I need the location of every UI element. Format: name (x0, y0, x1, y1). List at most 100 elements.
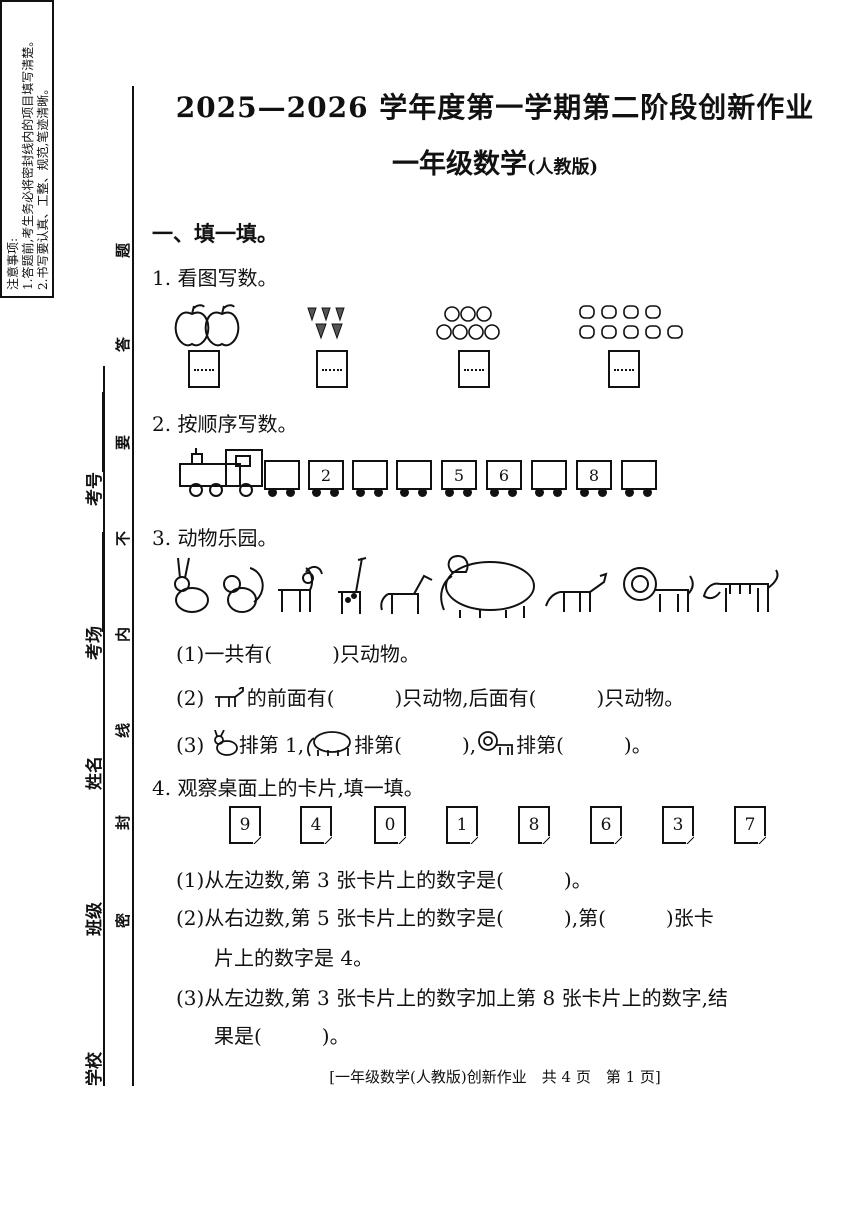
notice-title: 注意事项: (6, 237, 20, 290)
q3-sub-2-text: 的前面有( )只动物,后面有( )只动物。 (246, 686, 685, 710)
tiger-icon (702, 569, 779, 612)
number-card: 9 (229, 806, 261, 844)
notice-item-2: 2.书写要认真、工整、规范,笔迹清晰。 (36, 82, 50, 290)
number-card: 0 (374, 806, 406, 844)
field-class-label: 班级 (85, 902, 105, 936)
wagon-wheel (400, 488, 409, 497)
rabbit-icon (213, 729, 238, 756)
number-card: 8 (518, 806, 550, 844)
q3-sub-2-prefix: (2) (176, 686, 205, 710)
q4-sub-3-line-1: (3)从左边数,第 3 张卡片上的数字加上第 8 张卡片上的数字,结 (176, 986, 728, 1010)
wagon-wheel (268, 488, 277, 497)
q3-sub-2: (2) 的前面有( )只动物,后面有( )只动物。 (176, 682, 684, 711)
q1-pictures (174, 304, 683, 347)
number-card: 4 (300, 806, 332, 844)
seal-char: 要 (114, 434, 132, 450)
subject-title: 一年级数学 (391, 149, 527, 180)
q1-answer-box-4[interactable] (608, 350, 640, 388)
train-wagon[interactable] (531, 460, 567, 490)
q4-sub-2-line-2: 片上的数字是 4。 (214, 946, 374, 970)
wagon-wheel (580, 488, 589, 497)
section-title: 一、填一填。 (152, 222, 278, 246)
elephant-icon (307, 731, 352, 757)
wagon-wheel (643, 488, 652, 497)
number-card: 1 (446, 806, 478, 844)
q3-sub-3-a: 排第 1, (238, 733, 305, 757)
wagon-wheel (625, 488, 634, 497)
wagon-wheel (463, 488, 472, 497)
train-wagon[interactable]: 8 (576, 460, 612, 490)
question-3-title: 3. 动物乐园。 (152, 526, 278, 550)
giraffe-icon (338, 557, 367, 614)
train-wagon[interactable]: 2 (308, 460, 344, 490)
wagon-wheel (445, 488, 454, 497)
field-exam-number-line[interactable] (102, 392, 104, 472)
horse-icon (380, 574, 433, 614)
number-card: 3 (662, 806, 694, 844)
question-4-title: 4. 观察桌面上的卡片,填一填。 (152, 776, 424, 800)
seal-char: 封 (114, 814, 132, 830)
wagon-wheel (286, 488, 295, 497)
wagon-wheel (418, 488, 427, 497)
wagon-wheel (508, 488, 517, 497)
wagon-wheel (490, 488, 499, 497)
wagon-wheel (598, 488, 607, 497)
wagon-wheel (330, 488, 339, 497)
seal-line (132, 86, 134, 1086)
apple-icon (174, 304, 240, 347)
question-1-title: 1. 看图写数。 (152, 266, 278, 290)
q4-sub-3-line-2: 果是( )。 (214, 1024, 350, 1048)
wagon-wheel (312, 488, 321, 497)
animal-row (174, 554, 779, 618)
q4-sub-2-line-1: (2)从右边数,第 5 张卡片上的数字是( ),第( )张卡 (176, 906, 714, 930)
q3-sub-1: (1)一共有( )只动物。 (176, 642, 420, 666)
peach-icon (436, 306, 500, 340)
page-title: 2025—2026 学年度第一学期第二阶段创新作业 (175, 91, 815, 124)
notice-box: 注意事项: 1.答题前,考生务必将密封线内的项目填写清楚。 2.书写要认真、工整… (0, 0, 54, 298)
number-card: 7 (734, 806, 766, 844)
seal-char: 题 (114, 242, 132, 258)
page-footer: [一年级数学(人教版)创新作业 共 4 页 第 1 页] (329, 1068, 661, 1086)
question-2-title: 2. 按顺序写数。 (152, 412, 298, 436)
strawberry-icon (307, 307, 345, 340)
q3-sub-3-c: 排第( )。 (516, 733, 652, 757)
seal-char: 内 (114, 626, 132, 642)
wagon-wheel (374, 488, 383, 497)
train-wagon[interactable] (621, 460, 657, 490)
rabbit-icon (174, 557, 209, 613)
q1-answer-box-1[interactable] (188, 350, 220, 388)
number-card: 6 (590, 806, 622, 844)
q1-answer-box-2[interactable] (316, 350, 348, 388)
locomotive-icon (179, 448, 263, 497)
edition-label: (人教版) (526, 157, 599, 178)
train-wagon[interactable] (352, 460, 388, 490)
seal-char: 答 (114, 336, 132, 352)
field-school-label: 学校 (85, 1052, 105, 1086)
q3-sub-3-b: 排第( ), (354, 733, 477, 757)
field-exam-number-label: 考号 (85, 472, 105, 506)
train-wagon[interactable]: 6 (486, 460, 522, 490)
seal-char: 线 (114, 722, 132, 738)
lion-icon (478, 731, 514, 755)
elephant-icon (440, 554, 535, 618)
field-exam-room-line[interactable] (102, 532, 104, 632)
seal-char: 密 (114, 912, 132, 928)
wagon-wheel (553, 488, 562, 497)
train-wagon[interactable]: 5 (441, 460, 477, 490)
train-wagon[interactable] (396, 460, 432, 490)
notice-text: 注意事项: 1.答题前,考生务必将密封线内的项目填写清楚。 2.书写要认真、工整… (6, 0, 51, 290)
q4-sub-1: (1)从左边数,第 3 张卡片上的数字是( )。 (176, 868, 592, 892)
q3-sub-3: (3) 排第 1, 排第( ), 排第( )。 (176, 728, 652, 758)
lion-icon (623, 567, 694, 612)
notice-item-1: 1.答题前,考生务必将密封线内的项目填写清楚。 (21, 34, 35, 290)
wolf-icon (214, 685, 244, 707)
binding-line (103, 366, 105, 1086)
q3-sub-3-prefix: (3) (176, 733, 205, 757)
wagon-wheel (356, 488, 365, 497)
seal-char: 不 (114, 530, 132, 546)
page-subtitle: 一年级数学(人教版) (150, 142, 840, 181)
wolf-icon (545, 572, 608, 612)
field-name-label: 姓名 (85, 756, 105, 790)
q1-answer-box-3[interactable] (458, 350, 490, 388)
train-wagon[interactable] (264, 460, 300, 490)
